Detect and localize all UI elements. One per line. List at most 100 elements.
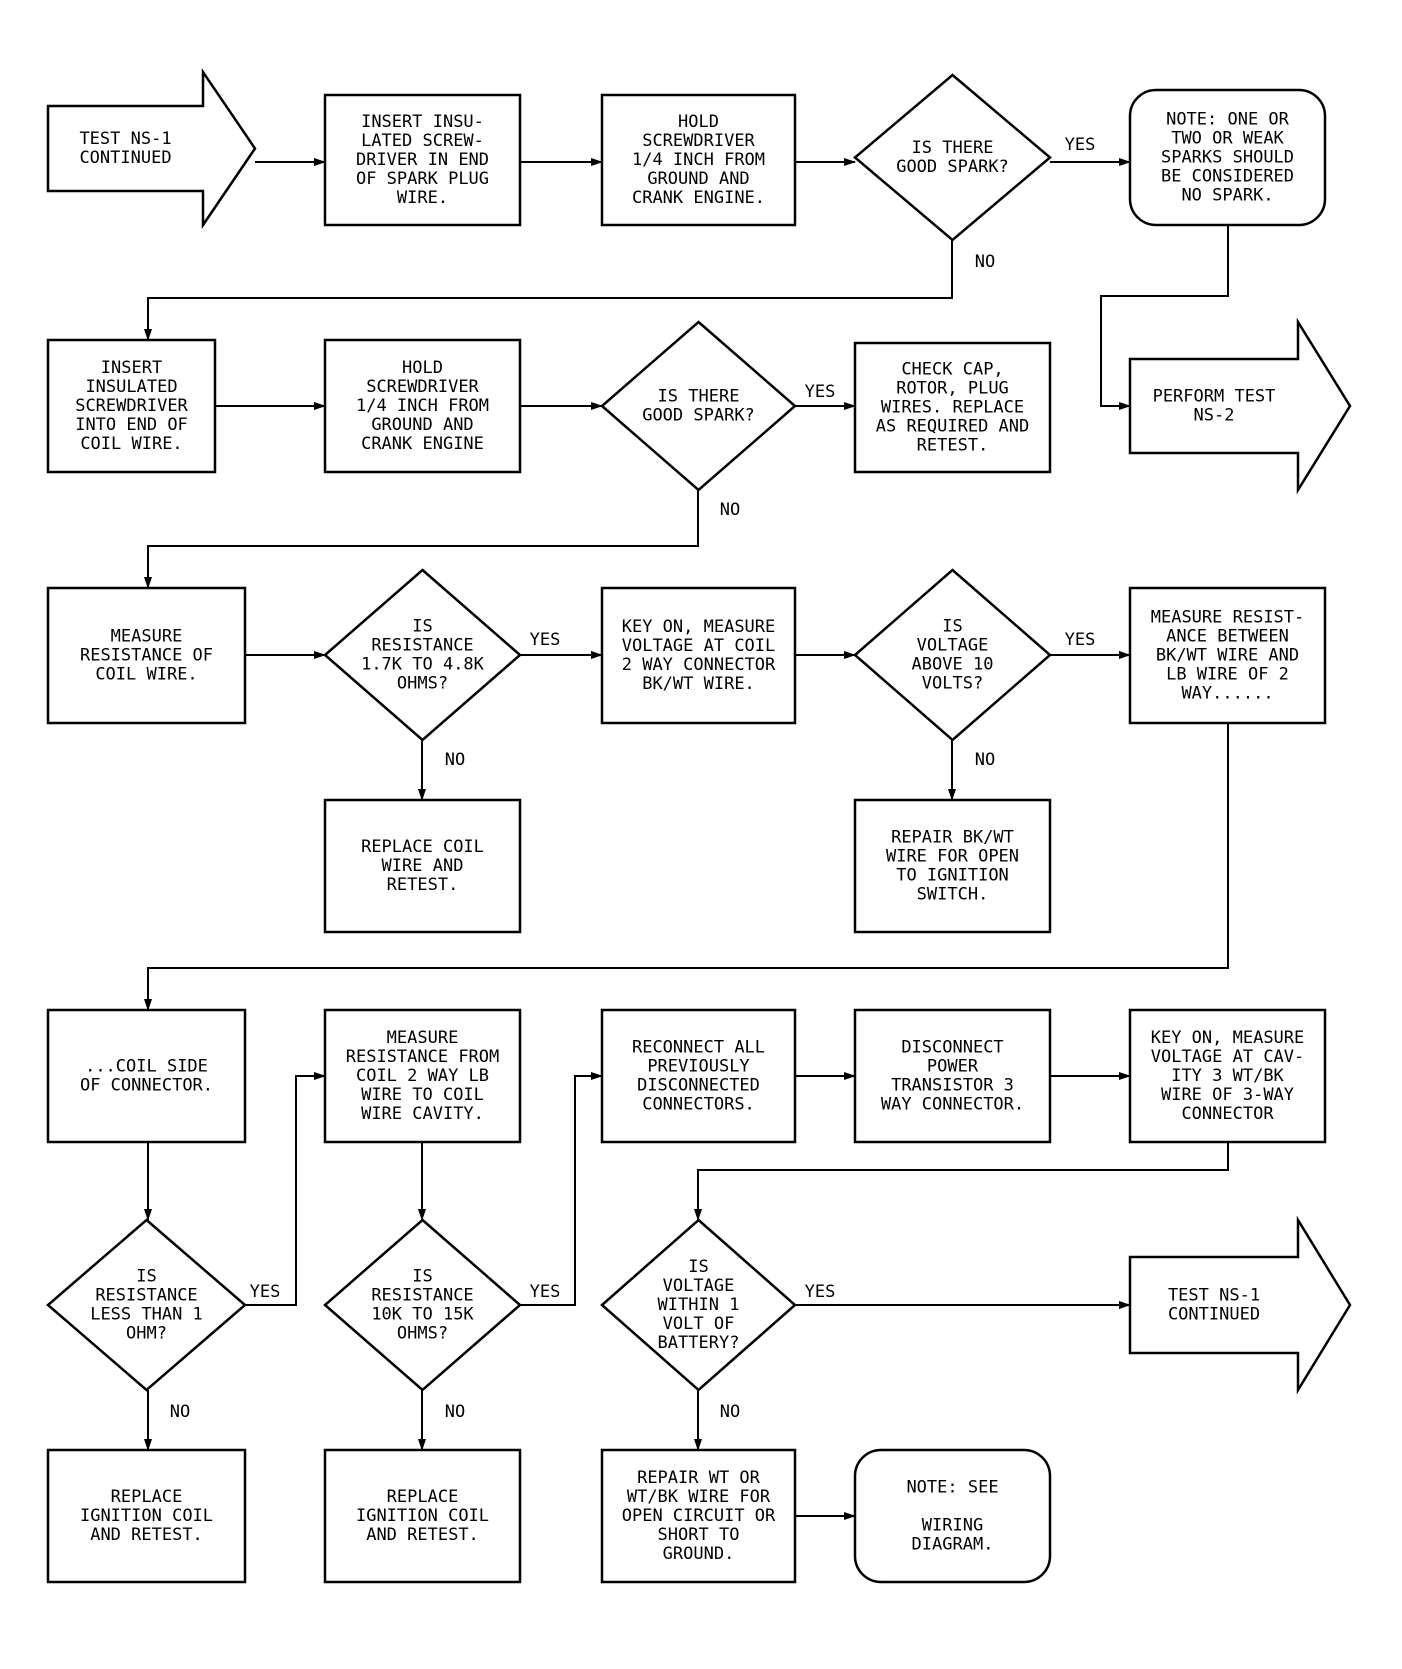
node-text-line: WIRING	[922, 1516, 983, 1536]
process-box	[853, 1008, 1052, 1144]
process-box	[853, 798, 1052, 934]
process-box	[46, 1008, 247, 1144]
edge-n22-n25	[694, 1142, 1229, 1221]
node-text-line: BK/WT WIRE AND	[1156, 646, 1299, 666]
terminal-arrow	[1128, 317, 1352, 495]
node-text-line: OHM?	[126, 1324, 167, 1344]
edge-label-no: NO	[445, 1402, 465, 1422]
node-text-line: SCREWDRIVER	[366, 377, 479, 397]
node-text-line: 1/4 INCH FROM	[632, 150, 765, 170]
node-text-line: LATED SCREW-	[361, 131, 484, 151]
node-text-line: OF CONNECTOR.	[80, 1076, 213, 1096]
connector-arrow	[694, 1142, 1229, 1221]
edge-n23-n27: NO	[144, 1390, 190, 1451]
node-text-line: IGNITION COIL	[356, 1506, 489, 1526]
node-text-line: REPLACE	[387, 1487, 459, 1507]
node-text-line: TO IGNITION	[896, 866, 1009, 886]
edge-n12-n13: YES	[520, 630, 603, 659]
node-text-line: CHECK CAP,	[901, 360, 1003, 380]
node-text-line: WITHIN 1	[658, 1295, 740, 1315]
node-text-line: WIRE CAVITY.	[361, 1104, 484, 1124]
node-text-line: TEST NS-1	[79, 129, 171, 149]
process-box	[46, 586, 247, 725]
process-box	[46, 1448, 247, 1584]
node-text-line: REPLACE	[111, 1487, 183, 1507]
node-text-line: VOLTAGE	[663, 1276, 735, 1296]
node-n2: INSERT INSU-LATED SCREW-DRIVER IN ENDOF …	[323, 93, 522, 227]
node-text-line: CRANK ENGINE.	[632, 188, 765, 208]
node-text-line: VOLTAGE AT CAV-	[1151, 1047, 1305, 1067]
connector-arrow	[144, 723, 1229, 1011]
node-text-line: OHMS?	[397, 674, 448, 694]
node-text-line: CONNECTOR	[1181, 1104, 1274, 1124]
edge-n8-n11: NO	[144, 490, 740, 589]
node-text-line: DISCONNECT	[901, 1038, 1003, 1058]
node-text-line: CONTINUED	[1168, 1305, 1260, 1325]
edge-label-no: NO	[445, 750, 465, 770]
edge-label-yes: YES	[530, 630, 561, 650]
node-text-line: INSERT INSU-	[361, 112, 484, 132]
process-box	[600, 586, 797, 725]
process-box	[323, 93, 522, 227]
node-text-line: REPAIR WT OR	[637, 1468, 761, 1488]
decision-diamond	[853, 73, 1052, 242]
node-text-line: NS-2	[1194, 406, 1235, 426]
node-text-line: COIL WIRE.	[80, 434, 182, 454]
process-box	[600, 93, 797, 227]
process-box	[323, 338, 522, 474]
connector-arrow	[1100, 225, 1229, 410]
node-text-line: ...COIL SIDE	[85, 1057, 208, 1077]
edge-n14-n17: NO	[948, 740, 995, 801]
node-text-line: MEASURE	[387, 1028, 459, 1048]
node-text-line: IS	[688, 1257, 708, 1277]
node-text-line: WT/BK WIRE FOR	[627, 1487, 771, 1507]
node-text-line: REPAIR BK/WT	[891, 828, 1014, 848]
connector-arrow	[144, 240, 953, 341]
edge-label-no: NO	[720, 500, 740, 520]
node-text-line: WIRE TO COIL	[361, 1085, 484, 1105]
process-box	[323, 1448, 522, 1584]
node-text-line: RESISTANCE	[95, 1286, 197, 1306]
edge-label-no: NO	[170, 1402, 190, 1422]
node-text-line: RETEST.	[387, 875, 459, 895]
node-text-line: PREVIOUSLY	[647, 1057, 749, 1077]
edge-label-no: NO	[720, 1402, 740, 1422]
node-text-line: WAY......	[1181, 684, 1273, 704]
node-text-line: SHORT TO	[658, 1525, 740, 1545]
node-text-line: NO SPARK.	[1181, 186, 1273, 206]
node-text-line: LB WIRE OF 2	[1166, 665, 1289, 685]
edge-n24-n28: NO	[418, 1390, 465, 1451]
edge-label-yes: YES	[1065, 135, 1096, 155]
process-box	[1128, 1008, 1327, 1144]
edge-label-yes: YES	[250, 1282, 281, 1302]
node-text-line: KEY ON, MEASURE	[622, 617, 776, 637]
edge-n4-n6: NO	[144, 240, 995, 341]
node-text-line: POWER	[927, 1057, 979, 1077]
edge-n8-n9: YES	[795, 382, 856, 410]
node-text-line: WIRE AND	[382, 856, 464, 876]
process-box	[46, 338, 217, 474]
edge-label-no: NO	[975, 750, 995, 770]
node-text-line: CONNECTORS.	[642, 1095, 755, 1115]
node-text-line: VOLTAGE AT COIL	[622, 636, 776, 656]
node-text-line: AND RETEST.	[366, 1525, 479, 1545]
node-text-line: IGNITION COIL	[80, 1506, 213, 1526]
node-text-line: RESISTANCE	[371, 1286, 473, 1306]
connector-arrow	[520, 1072, 603, 1306]
node-text-line: BE CONSIDERED	[1161, 167, 1294, 187]
